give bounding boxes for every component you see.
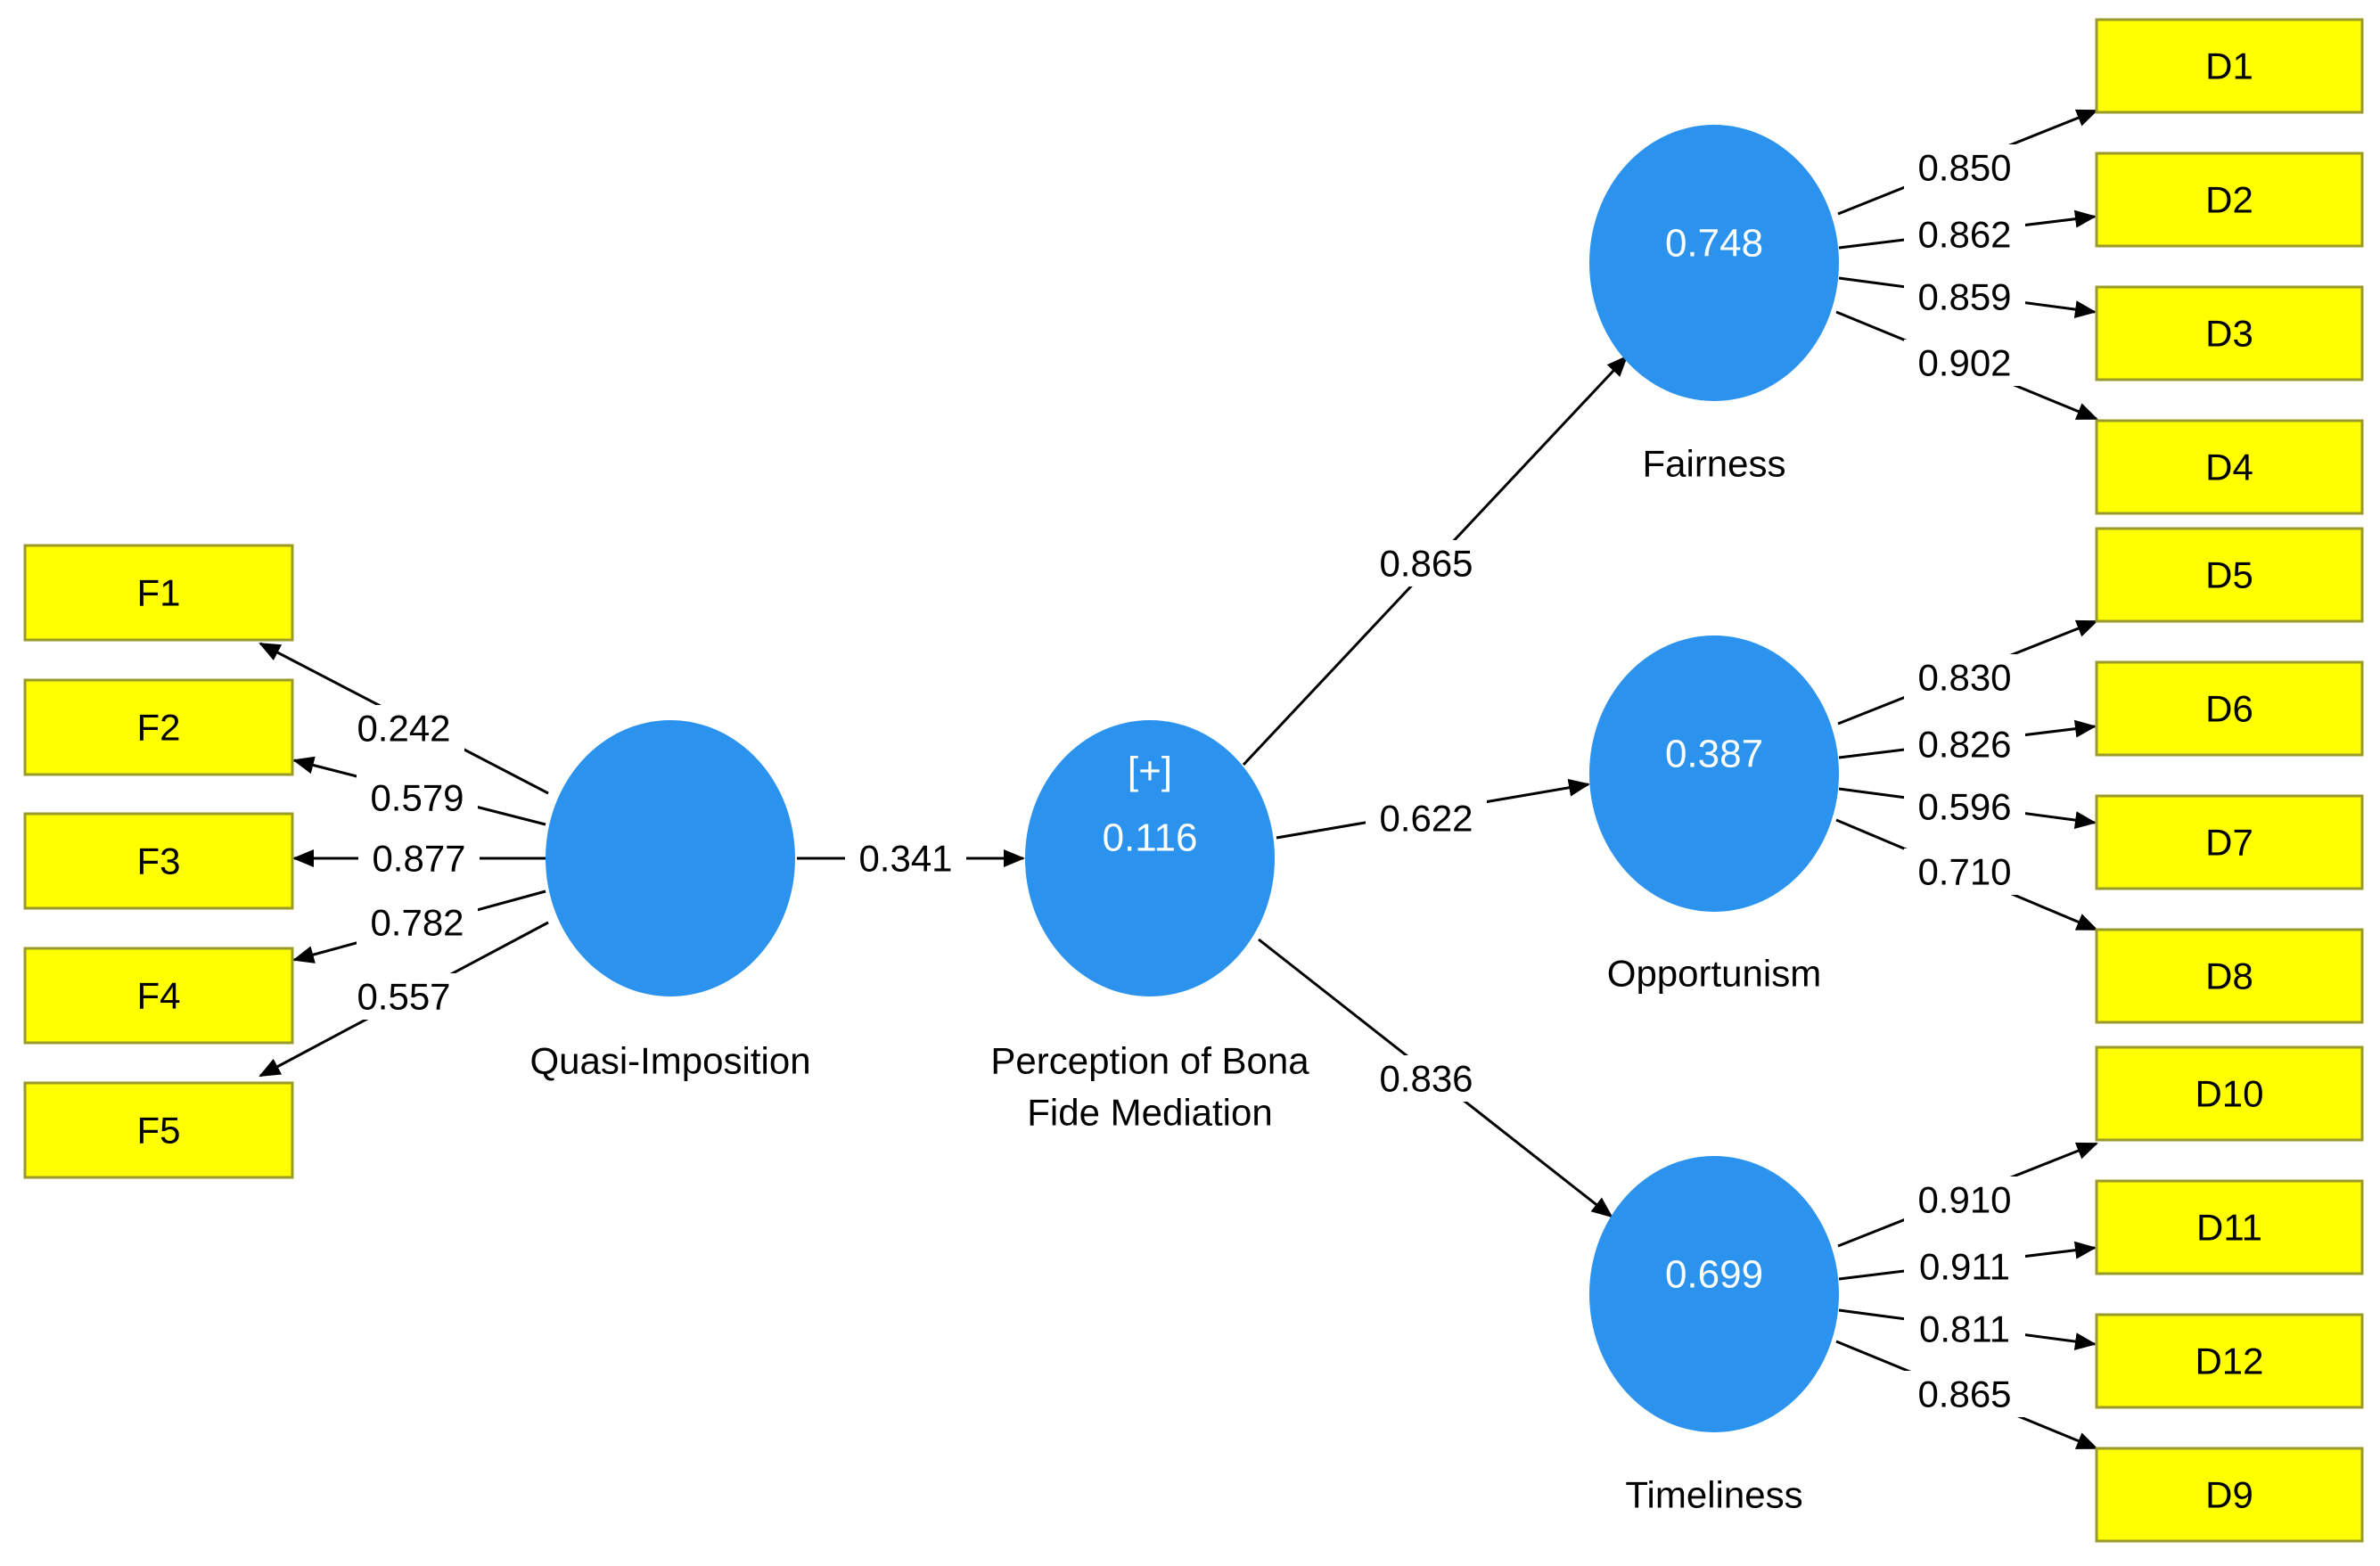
path-bona-to-fairness-label: 0.865 xyxy=(1379,543,1473,585)
indicator-label: D7 xyxy=(2205,822,2253,864)
indicator-f4[interactable]: F4 xyxy=(23,947,294,1045)
loading-d7-label: 0.596 xyxy=(1917,786,2011,828)
loading-f2-label: 0.579 xyxy=(370,777,464,819)
loading-f5-label: 0.557 xyxy=(357,976,450,1018)
construct-timeliness[interactable]: 0.699 Timeliness xyxy=(1589,1156,1839,1516)
loading-d11-label: 0.911 xyxy=(1919,1246,2010,1288)
edge-label-background xyxy=(1904,144,2025,191)
indicator-d12[interactable]: D12 xyxy=(2095,1313,2364,1409)
indicator-label: D12 xyxy=(2195,1341,2263,1382)
edge-label-background xyxy=(1904,1371,2025,1417)
indicator-d6[interactable]: D6 xyxy=(2095,660,2364,757)
edge-label-background xyxy=(357,775,478,821)
construct-value: 0.748 xyxy=(1665,222,1763,266)
indicator-f2[interactable]: F2 xyxy=(23,678,294,776)
loading-d10-label: 0.910 xyxy=(1917,1179,2011,1221)
indicator-d8[interactable]: D8 xyxy=(2095,928,2364,1024)
indicator-d5[interactable]: D5 xyxy=(2095,527,2364,623)
indicator-f1[interactable]: F1 xyxy=(23,544,294,642)
reflective-indicators: D1 D2 D3 D4 D5 D6 D7 D8 xyxy=(2095,18,2364,1543)
edge-label-background xyxy=(1904,1243,2025,1290)
construct-bona-fide-mediation[interactable]: [+] 0.116 Perception of Bona Fide Mediat… xyxy=(990,720,1309,1134)
edge-label-background xyxy=(357,899,478,946)
loading-d1-label: 0.850 xyxy=(1917,147,2011,189)
construct-name-line1: Perception of Bona xyxy=(990,1040,1309,1082)
path-quasi-to-bona-label: 0.341 xyxy=(858,838,952,880)
constructs: Quasi-Imposition [+] 0.116 Perception of… xyxy=(529,125,1839,1516)
construct-value: 0.116 xyxy=(1103,816,1198,860)
indicator-label: F1 xyxy=(136,572,180,614)
edge-label-background xyxy=(1904,721,2025,767)
construct-value: 0.387 xyxy=(1665,733,1763,776)
loading-d5-label: 0.830 xyxy=(1917,657,2011,699)
edge-label-background xyxy=(1366,795,1487,841)
edge-label-background xyxy=(845,835,966,881)
indicator-label: F2 xyxy=(136,707,180,749)
loading-d12-label: 0.811 xyxy=(1919,1308,2010,1350)
indicator-d4[interactable]: D4 xyxy=(2095,419,2364,515)
edge-label-background xyxy=(343,705,464,751)
construct-name: Quasi-Imposition xyxy=(529,1040,810,1082)
indicator-d7[interactable]: D7 xyxy=(2095,794,2364,890)
path-bona-to-timeliness-label: 0.836 xyxy=(1379,1058,1473,1100)
indicator-label: D1 xyxy=(2205,45,2253,87)
indicator-label: D9 xyxy=(2205,1474,2253,1516)
construct-fairness[interactable]: 0.748 Fairness xyxy=(1589,125,1839,485)
path-bona-to-opportunism-label: 0.622 xyxy=(1379,798,1473,840)
edge-label-background xyxy=(343,973,464,1020)
edge-label-background xyxy=(358,835,480,881)
loading-d3-label: 0.859 xyxy=(1917,276,2011,318)
edge-label-background xyxy=(1904,1177,2025,1223)
expand-toggle[interactable]: [+] xyxy=(1128,750,1172,793)
construct-name-line2: Fide Mediation xyxy=(1027,1092,1272,1134)
indicator-label: D2 xyxy=(2205,179,2253,221)
indicator-label: F3 xyxy=(136,840,180,882)
construct-name: Opportunism xyxy=(1607,953,1821,995)
edge-label-background xyxy=(1904,1306,2025,1352)
construct-quasi-imposition[interactable]: Quasi-Imposition xyxy=(529,720,811,1082)
loading-d6-label: 0.826 xyxy=(1917,724,2011,766)
edge-label-background xyxy=(1904,654,2025,701)
construct-name: Fairness xyxy=(1642,443,1785,485)
indicator-label: D6 xyxy=(2205,688,2253,730)
edge-label-background xyxy=(1904,340,2025,386)
indicator-d3[interactable]: D3 xyxy=(2095,285,2364,381)
construct-value: 0.699 xyxy=(1665,1253,1763,1297)
indicator-label: D5 xyxy=(2205,554,2253,596)
indicator-f5[interactable]: F5 xyxy=(23,1081,294,1179)
formative-indicators: F1 F2 F3 F4 F5 xyxy=(23,544,294,1179)
edge-label-background xyxy=(1904,274,2025,320)
edge-label-background xyxy=(1366,1055,1487,1102)
indicator-label: D4 xyxy=(2205,447,2253,488)
loading-d8-label: 0.710 xyxy=(1917,851,2011,893)
indicator-d10[interactable]: D10 xyxy=(2095,1045,2364,1142)
indicator-d11[interactable]: D11 xyxy=(2095,1179,2364,1275)
indicator-label: F4 xyxy=(136,975,180,1017)
loading-d9-label: 0.865 xyxy=(1917,1373,2011,1415)
indicator-label: D8 xyxy=(2205,955,2253,997)
indicator-f3[interactable]: F3 xyxy=(23,812,294,910)
indicator-label: D11 xyxy=(2196,1207,2262,1249)
indicator-d9[interactable]: D9 xyxy=(2095,1447,2364,1543)
edge-label-background xyxy=(1904,783,2025,830)
edge-labels: 0.242 0.579 0.877 0.782 0.557 0.341 0.865 0.622… xyxy=(343,144,2025,1417)
edge-label-background xyxy=(1366,540,1487,586)
indicator-d1[interactable]: D1 xyxy=(2095,18,2364,114)
indicator-label: D3 xyxy=(2205,313,2253,355)
construct-opportunism[interactable]: 0.387 Opportunism xyxy=(1589,635,1839,995)
edge-label-background xyxy=(1904,211,2025,258)
loading-f1-label: 0.242 xyxy=(357,708,450,750)
loading-d2-label: 0.862 xyxy=(1917,214,2011,256)
loading-d4-label: 0.902 xyxy=(1917,342,2011,384)
edge-label-background xyxy=(1904,849,2025,895)
loading-f4-label: 0.782 xyxy=(370,902,464,944)
indicator-d2[interactable]: D2 xyxy=(2095,152,2364,248)
construct-name: Timeliness xyxy=(1625,1474,1802,1516)
indicator-label: F5 xyxy=(136,1110,180,1152)
indicator-label: D10 xyxy=(2195,1073,2263,1115)
loading-f3-label: 0.877 xyxy=(372,838,465,880)
